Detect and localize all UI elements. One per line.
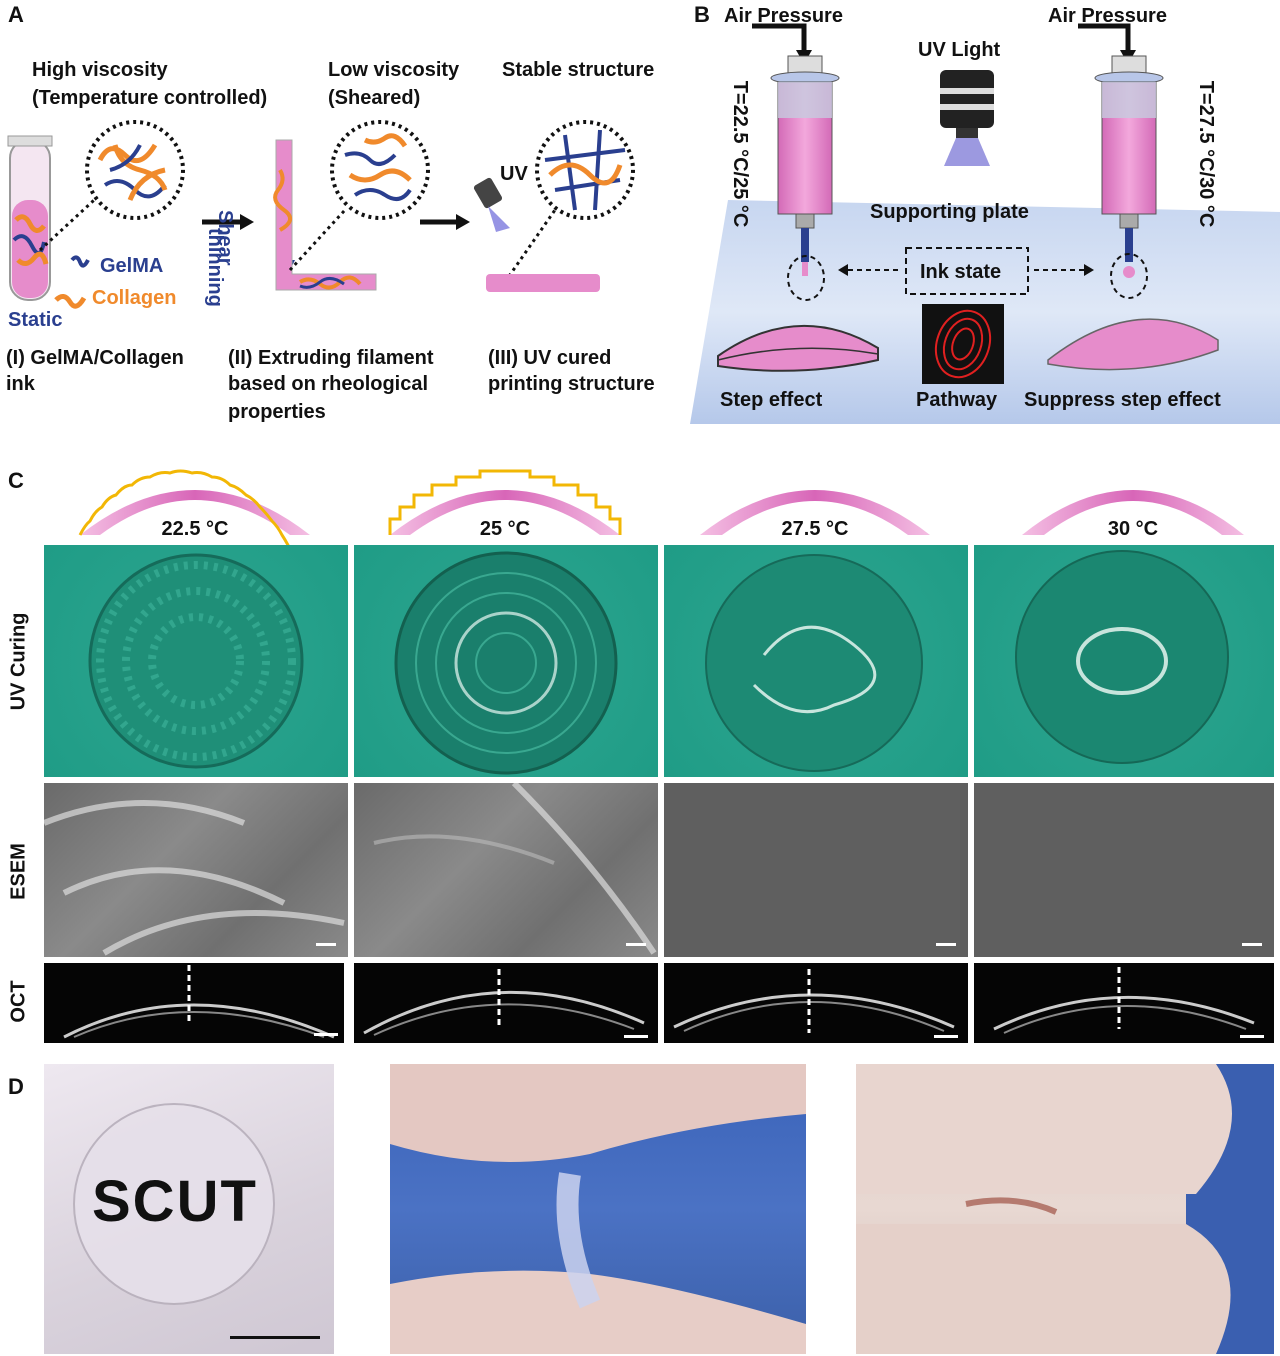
temp-label-22-5: 22.5 °C <box>161 518 229 540</box>
sheared-label: (Sheared) <box>328 87 421 109</box>
esem-image-25 <box>354 783 658 957</box>
suppress-step-effect-label: Suppress step effect <box>1024 389 1221 411</box>
oct-image-30 <box>974 963 1274 1043</box>
uv-curing-image-27-5 <box>664 545 968 777</box>
stable-structure-label: Stable structure <box>502 59 655 81</box>
step3-line1: (III) UV cured <box>488 347 612 369</box>
bending-film-photo <box>390 1064 806 1354</box>
scut-film-photo: SCUT <box>44 1064 334 1354</box>
esem-image-27-5 <box>664 783 968 957</box>
arch-27-5 <box>700 490 930 535</box>
uv-label-a: UV <box>500 163 528 185</box>
panel-a-diagram <box>7 120 635 309</box>
arch-30 <box>1022 490 1244 535</box>
oct-image-22-5 <box>44 963 344 1043</box>
step-effect-dome <box>717 324 879 372</box>
row-label-esem: ESEM <box>7 843 30 900</box>
step2-line1: (II) Extruding filament <box>228 347 434 369</box>
panel-label-d: D <box>8 1074 24 1099</box>
step1-line1: (I) GelMA/Collagen <box>6 347 184 369</box>
step2-line3: properties <box>228 401 326 423</box>
panel-label-c: C <box>8 468 24 493</box>
air-pressure-left-label: Air Pressure <box>724 5 843 27</box>
shear-label: Shear <box>214 210 236 266</box>
temperature-controlled-label: (Temperature controlled) <box>32 87 268 109</box>
pressed-film-photo <box>856 1064 1274 1354</box>
scut-text: SCUT <box>92 1169 258 1234</box>
step1-line2: ink <box>6 373 35 395</box>
high-viscosity-magnified-circle <box>85 120 185 220</box>
oct-image-25 <box>354 963 658 1043</box>
air-pressure-right-label: Air Pressure <box>1048 5 1167 27</box>
low-viscosity-label: Low viscosity <box>328 59 460 81</box>
gelma-legend-label: GelMA <box>100 255 164 277</box>
esem-image-22-5 <box>44 783 348 957</box>
temp-label-30: 30 °C <box>1107 518 1159 540</box>
arch-25 <box>388 469 622 535</box>
uv-light-icon <box>940 70 994 166</box>
temperature-arches <box>78 469 1244 545</box>
panel-label-b: B <box>694 2 710 27</box>
printed-filament <box>486 274 600 292</box>
uv-curing-image-22-5 <box>44 545 348 777</box>
static-label: Static <box>8 309 63 331</box>
uv-lamp-icon <box>473 177 510 232</box>
row-label-oct: OCT <box>7 980 30 1023</box>
temperature-right-label: T=27.5 °C/30 °C <box>1195 80 1217 228</box>
panel-b-diagram <box>690 23 1280 424</box>
arch-22-5 <box>78 469 310 545</box>
test-tube-icon <box>7 135 53 301</box>
thinning-label: thinning <box>204 228 226 307</box>
low-viscosity-magnified-circle <box>330 120 430 220</box>
collagen-legend-label: Collagen <box>92 287 177 309</box>
temp-label-27-5: 27.5 °C <box>781 518 849 540</box>
high-viscosity-label: High viscosity <box>32 59 168 81</box>
row-label-uv-curing: UV Curing <box>7 612 30 711</box>
oct-image-27-5 <box>664 963 968 1043</box>
temp-label-25: 25 °C <box>479 518 531 540</box>
pathway-image <box>922 304 1004 384</box>
pathway-label: Pathway <box>916 389 998 411</box>
step-effect-label: Step effect <box>720 389 823 411</box>
ink-state-label: Ink state <box>920 261 1002 283</box>
extrusion-nozzle-icon <box>273 139 377 291</box>
uv-light-label: UV Light <box>918 39 1001 61</box>
supporting-plate-label: Supporting plate <box>870 201 1029 223</box>
uv-curing-image-30 <box>974 545 1274 777</box>
esem-image-30 <box>974 783 1274 957</box>
temperature-left-label: T=22.5 °C/25 °C <box>729 80 751 228</box>
smooth-dome <box>1047 318 1219 371</box>
panel-label-a: A <box>8 2 24 27</box>
uv-curing-image-25 <box>354 545 658 777</box>
right-syringe-icon <box>1094 55 1164 278</box>
step2-line2: based on rheological <box>228 373 429 395</box>
left-syringe-icon <box>770 55 840 276</box>
stable-structure-magnified-circle <box>535 120 635 220</box>
step3-line2: printing structure <box>488 373 655 395</box>
